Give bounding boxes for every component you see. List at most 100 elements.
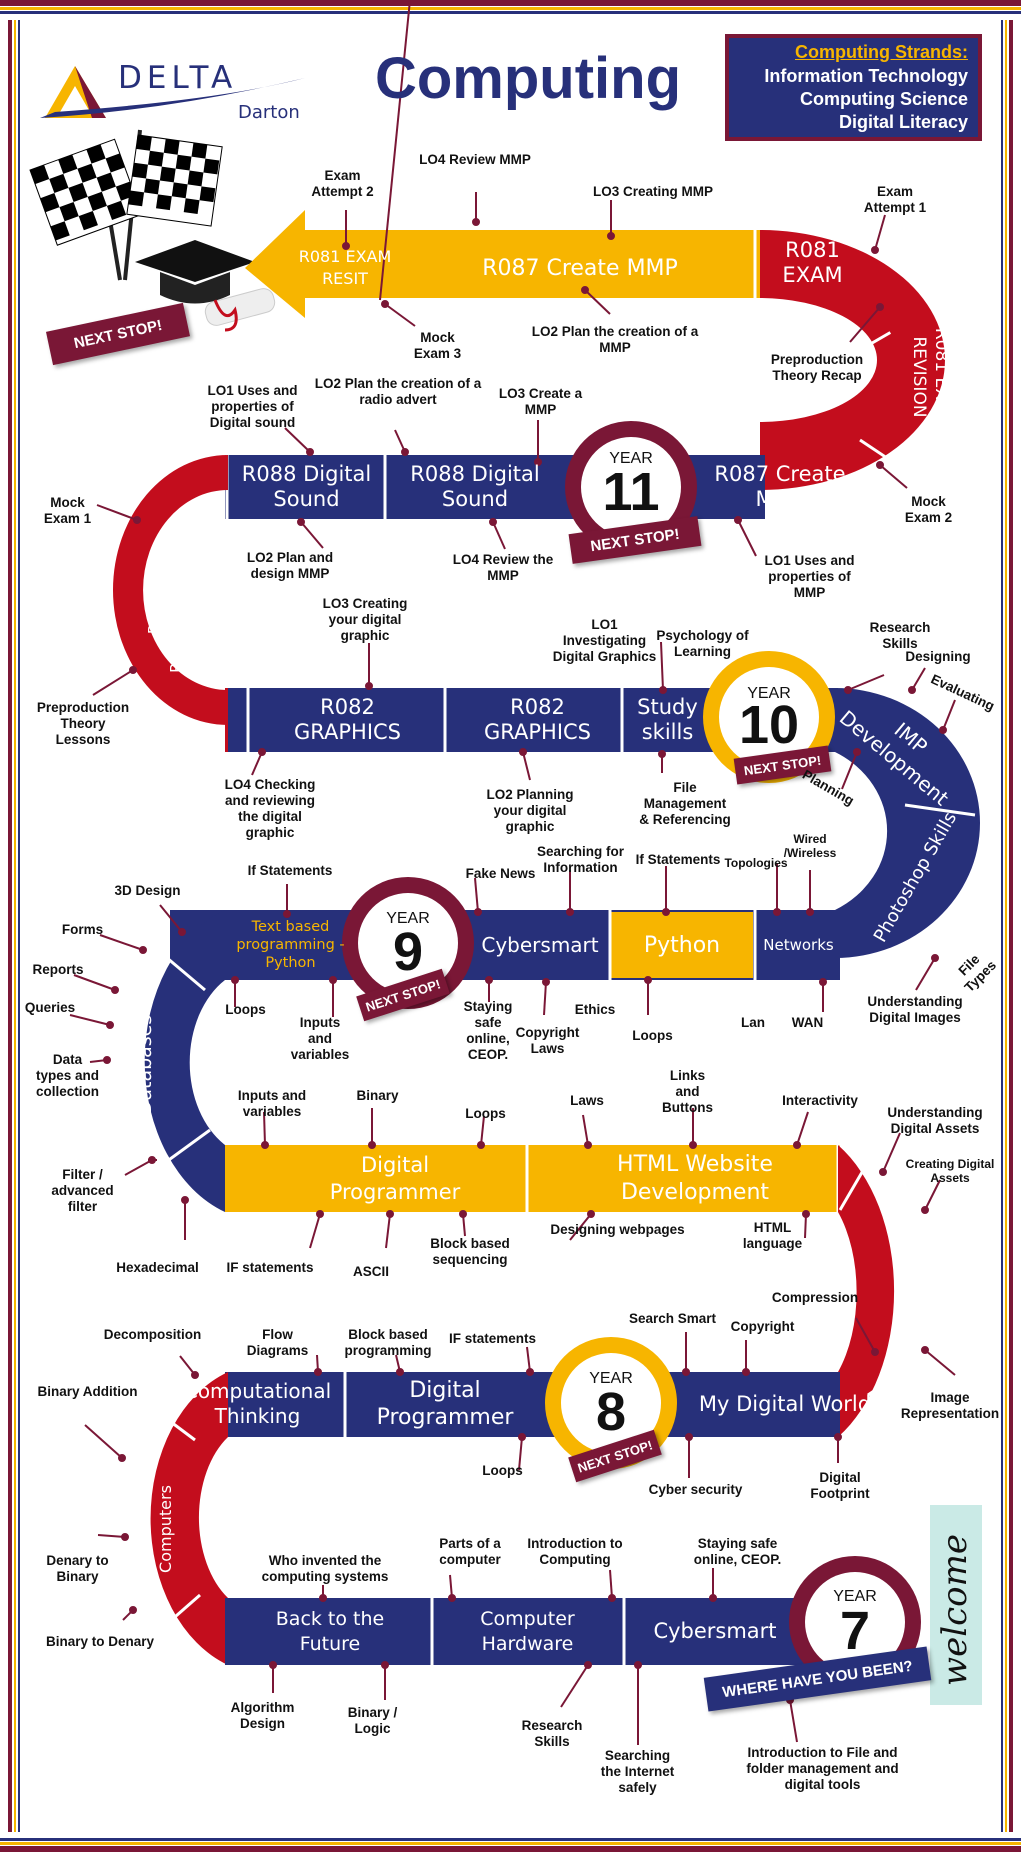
road-curve-left-c xyxy=(150,1372,228,1665)
label-lo2-plan-design: LO2 Plan and design MMP xyxy=(246,550,334,581)
label-lo4-review-mmp-top: LO4 Review MMP xyxy=(419,152,531,167)
label-preproduction-recap: Preproduction Theory Recap xyxy=(770,352,864,383)
segment-digital-programmer-y9: Digital Programmer xyxy=(329,1152,461,1204)
label-reports: Reports xyxy=(32,962,84,977)
label-if-statements-y9a: If Statements xyxy=(247,863,333,878)
label-who-invented: Who invented the computing systems xyxy=(261,1553,389,1584)
segment-r087-create-top: R087 Create MMP xyxy=(482,255,678,281)
segment-computational-thinking: Computational Thinking xyxy=(183,1379,332,1428)
label-binary-denary: Binary to Denary xyxy=(45,1634,155,1649)
label-laws: Laws xyxy=(570,1093,604,1108)
label-designing-webpages: Designing webpages xyxy=(550,1222,685,1237)
label-research-skills-y10: Research Skills xyxy=(869,620,931,651)
road-curve-left-b xyxy=(144,910,225,1212)
label-mock-exam-2: Mock Exam 2 xyxy=(904,494,953,525)
strand-cs: Computing Science xyxy=(799,89,968,109)
year-7-number: 7 xyxy=(839,1601,871,1661)
label-ascii: ASCII xyxy=(352,1264,389,1279)
label-hexadecimal: Hexadecimal xyxy=(116,1260,199,1275)
delta-logo-icon xyxy=(40,66,305,118)
label-exam-attempt-2: Exam Attempt 2 xyxy=(311,168,374,199)
road-curve-right-c xyxy=(838,1145,895,1437)
label-if-statements-y8: IF statements xyxy=(448,1331,537,1346)
label-algorithm-design: Algorithm Design xyxy=(230,1700,295,1731)
year-7-label: YEAR xyxy=(833,1588,877,1605)
year-10-number: 10 xyxy=(738,695,800,755)
page-title: Computing xyxy=(374,46,682,111)
strands-box xyxy=(725,34,982,141)
graduation-cap-icon xyxy=(135,240,276,332)
label-ethics: Ethics xyxy=(574,1002,616,1017)
label-block-sequencing: Block based sequencing xyxy=(430,1236,510,1267)
logo-sub: Darton xyxy=(238,102,300,123)
label-cyber-security: Cyber security xyxy=(648,1482,743,1497)
label-lo4-checking: LO4 Checking and reviewing the digital g… xyxy=(224,777,316,840)
segment-networks: Networks xyxy=(763,935,834,954)
segment-r081-preproduction: R081 PRE- PRODUCTION SKILLS xyxy=(145,517,185,673)
label-binary-addition: Binary Addition xyxy=(37,1384,138,1399)
segment-r082-graphics-b: R082 GRAPHICS xyxy=(483,695,592,744)
year-11-number: 11 xyxy=(602,462,660,522)
road-row-y8 xyxy=(225,1372,840,1437)
segment-computer-hardware: Computer Hardware xyxy=(480,1607,575,1655)
segment-r088-sound-b: R088 Digital Sound xyxy=(410,462,540,511)
label-lo3-creating-graphic: LO3 Creating your digital graphic xyxy=(322,596,408,643)
logo-brand: DELTA xyxy=(118,60,238,96)
label-understanding-assets: Understanding Digital Assets xyxy=(887,1105,983,1136)
label-mock-exam-3: Mock Exam 3 xyxy=(413,330,462,361)
label-copyright: Copyright xyxy=(730,1319,795,1334)
label-block-programming: Block based programming xyxy=(344,1327,432,1358)
label-inputs-variables-dp: Inputs and variables xyxy=(237,1088,307,1119)
label-research-skills-y7: Research Skills xyxy=(521,1718,583,1749)
label-copyright-laws: Copyright Laws xyxy=(515,1025,580,1056)
connector-lines xyxy=(69,0,956,1745)
python-block xyxy=(610,912,753,978)
segment-my-digital-world: My Digital World xyxy=(698,1391,872,1416)
label-psychology: Psychology of Learning xyxy=(656,628,749,659)
label-3d-design: 3D Design xyxy=(114,883,181,898)
label-inputs-variables-y9: Inputs and variables xyxy=(290,1015,350,1062)
segment-r088-sound-a: R088 Digital Sound xyxy=(241,462,372,511)
finish-flags-icon xyxy=(29,129,223,281)
label-intro-computing: Introduction to Computing xyxy=(527,1536,623,1567)
label-denary-binary: Denary to Binary xyxy=(46,1553,109,1584)
segment-r087-create-mmp: R087 Create MMP xyxy=(714,462,846,511)
label-lo2-radio: LO2 Plan the creation of a radio advert xyxy=(314,376,482,407)
label-creating-assets: Creating Digital Assets xyxy=(905,1157,995,1185)
segment-back-to-future: Back to the Future xyxy=(275,1607,385,1655)
label-loops-y8: Loops xyxy=(482,1463,523,1478)
year-9-number: 9 xyxy=(392,922,424,982)
label-binary-logic: Binary / Logic xyxy=(347,1705,398,1736)
label-fake-news: Fake News xyxy=(465,866,536,881)
segment-digital-product-design: Digital Product Design xyxy=(900,1205,920,1385)
road-curve-right-top xyxy=(760,230,945,490)
label-parts-computer: Parts of a computer xyxy=(439,1536,501,1567)
label-lo4-review-the-mmp: LO4 Review the MMP xyxy=(452,552,554,583)
label-flow-diagrams: Flow Diagrams xyxy=(246,1327,309,1358)
year-8-label: YEAR xyxy=(589,1370,633,1387)
label-topologies: Topologies xyxy=(724,856,788,870)
label-preproduction-lessons: Preproduction Theory Lessons xyxy=(36,700,130,747)
label-loops-y9b: Loops xyxy=(632,1028,673,1043)
welcome-sign-icon xyxy=(930,1505,982,1705)
year-8-number: 8 xyxy=(595,1382,627,1442)
label-lo1-investigating: LO1 Investigating Digital Graphics xyxy=(552,617,657,664)
road-curve-left-a xyxy=(113,455,228,725)
label-file-management: File Management & Referencing xyxy=(639,780,731,827)
label-search-smart: Search Smart xyxy=(628,1311,717,1326)
label-searching-internet: Searching the Internet safely xyxy=(600,1748,675,1795)
label-lo3-creating-mmp: LO3 Creating MMP xyxy=(592,184,713,199)
label-filter: Filter / advanced filter xyxy=(51,1167,114,1214)
year-9-label: YEAR xyxy=(386,910,430,927)
road-row-y7 xyxy=(225,1598,845,1665)
label-searching-info: Searching for Information xyxy=(536,844,625,875)
label-image-representation: Image Representation xyxy=(900,1390,1000,1421)
label-compression: Compression xyxy=(771,1290,859,1305)
label-links-buttons: Links and Buttons xyxy=(662,1068,713,1115)
segment-databases: Databases xyxy=(134,1014,156,1116)
label-digital-footprint: Digital Footprint xyxy=(810,1470,870,1501)
label-exam-attempt-1: Exam Attempt 1 xyxy=(863,184,927,215)
segment-study-skills: Study skills xyxy=(637,695,698,744)
road-curve-right-b xyxy=(835,688,980,958)
